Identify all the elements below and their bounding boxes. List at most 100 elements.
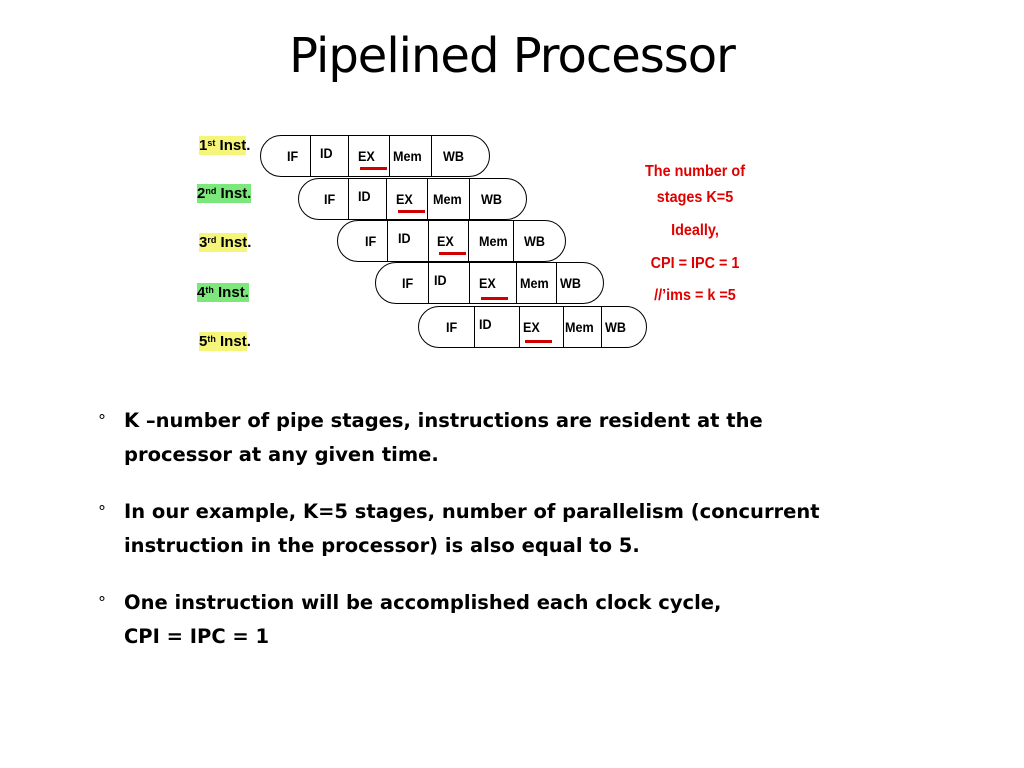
stage-id: ID (434, 272, 447, 288)
stage-wb: WB (560, 275, 581, 291)
instruction-ordinal: nd (205, 186, 217, 196)
instruction-label-4: 4th Inst. (197, 283, 249, 302)
stage-divider (474, 307, 475, 347)
bullet-3: ° One instruction will be accomplished e… (98, 586, 898, 656)
stage-id: ID (358, 188, 371, 204)
instruction-word: Inst (220, 234, 248, 251)
instruction-number: 1 (199, 137, 208, 154)
stage-divider (348, 179, 349, 219)
ex-underline (439, 252, 466, 255)
ex-underline (525, 340, 552, 343)
stage-mem: Mem (479, 233, 508, 249)
stage-wb: WB (605, 319, 626, 335)
instruction-label-1: 1st Inst. (199, 136, 251, 155)
instruction-ordinal: th (205, 285, 214, 295)
instruction-suffix: . (247, 234, 252, 251)
bullet-text: In our example, K=5 stages, number of pa… (124, 495, 904, 563)
instruction-ordinal: st (207, 138, 216, 148)
stage-ex: EX (523, 319, 540, 335)
stage-mem: Mem (565, 319, 594, 335)
stage-wb: WB (524, 233, 545, 249)
stage-wb: WB (481, 191, 502, 207)
stage-divider (601, 307, 602, 347)
bullet-line: K –number of pipe stages, instructions a… (124, 409, 763, 432)
pipeline-row-2: IF ID EX Mem WB (298, 178, 527, 220)
instruction-label-5-highlight: 5th Inst (199, 332, 247, 351)
stage-divider (387, 221, 388, 261)
note-line-1: The number of (644, 163, 745, 180)
instruction-word: Inst (220, 333, 247, 350)
stage-divider (310, 136, 311, 176)
stage-divider (427, 179, 428, 219)
note-line-5: //’ims = k =5 (654, 287, 736, 304)
stage-divider (519, 307, 520, 347)
ex-underline (398, 210, 425, 213)
instruction-word: Inst. (220, 185, 252, 202)
bullet-1: ° K –number of pipe stages, instructions… (98, 404, 898, 474)
bullet-line: CPI = IPC = 1 (124, 625, 270, 648)
bullet-line: instruction in the processor) is also eq… (124, 534, 640, 557)
instruction-label-2-highlight: 2nd Inst. (197, 184, 252, 203)
stage-ex: EX (437, 233, 454, 249)
pipeline-row-1: IF ID EX Mem WB (260, 135, 490, 177)
bullet-marker: ° (98, 593, 106, 612)
bullet-text: One instruction will be accomplished eac… (124, 586, 904, 654)
instruction-label-2: 2nd Inst. (197, 184, 252, 203)
stage-mem: Mem (520, 275, 549, 291)
stage-ex: EX (358, 148, 375, 164)
stage-id: ID (398, 230, 411, 246)
instruction-number: 5 (199, 333, 208, 350)
instruction-ordinal: rd (207, 235, 217, 245)
stage-divider (428, 263, 429, 303)
instruction-number: 4 (197, 284, 206, 301)
instruction-label-3: 3rd Inst. (199, 233, 252, 252)
ex-underline (481, 297, 508, 300)
stage-divider (516, 263, 517, 303)
bullet-marker: ° (98, 502, 106, 521)
ex-underline (360, 167, 387, 170)
instruction-suffix: . (246, 137, 251, 154)
stage-id: ID (479, 316, 492, 332)
stage-divider (563, 307, 564, 347)
instruction-number: 3 (199, 234, 208, 251)
stage-divider (469, 179, 470, 219)
note-line-3: Ideally, (671, 222, 719, 239)
instruction-word: Inst. (218, 284, 249, 301)
instruction-label-3-highlight: 3rd Inst (199, 233, 248, 252)
instruction-word: Inst (219, 137, 247, 154)
instruction-label-5: 5th Inst. (199, 332, 251, 351)
stage-mem: Mem (433, 191, 462, 207)
stage-ex: EX (396, 191, 413, 207)
stage-divider (348, 136, 349, 176)
instruction-label-1-highlight: 1st Inst (199, 136, 247, 155)
stage-id: ID (320, 145, 333, 161)
pipeline-row-4: IF ID EX Mem WB (375, 262, 604, 304)
stage-divider (389, 136, 390, 176)
bullet-text: K –number of pipe stages, instructions a… (124, 404, 904, 472)
pipeline-row-5: IF ID EX Mem WB (418, 306, 647, 348)
bullet-line: One instruction will be accomplished eac… (124, 591, 722, 614)
bullet-2: ° In our example, K=5 stages, number of … (98, 495, 898, 565)
stage-ex: EX (479, 275, 496, 291)
stage-divider (386, 179, 387, 219)
stage-divider (556, 263, 557, 303)
stage-wb: WB (443, 148, 464, 164)
bullet-marker: ° (98, 411, 106, 430)
instruction-number: 2 (197, 185, 206, 202)
note-line-4: CPI = IPC = 1 (650, 255, 740, 272)
note-line-2: stages K=5 (656, 189, 734, 206)
stage-divider (428, 221, 429, 261)
stage-mem: Mem (393, 148, 422, 164)
stage-if: IF (446, 319, 458, 335)
stage-if: IF (365, 233, 377, 249)
instruction-suffix: . (246, 333, 251, 350)
instruction-ordinal: th (207, 334, 216, 344)
stage-divider (513, 221, 514, 261)
stage-divider (431, 136, 432, 176)
stage-divider (468, 221, 469, 261)
pipeline-row-3: IF ID EX Mem WB (337, 220, 566, 262)
bullet-line: processor at any given time. (124, 443, 439, 466)
stage-if: IF (402, 275, 414, 291)
stage-if: IF (324, 191, 336, 207)
stage-divider (469, 263, 470, 303)
